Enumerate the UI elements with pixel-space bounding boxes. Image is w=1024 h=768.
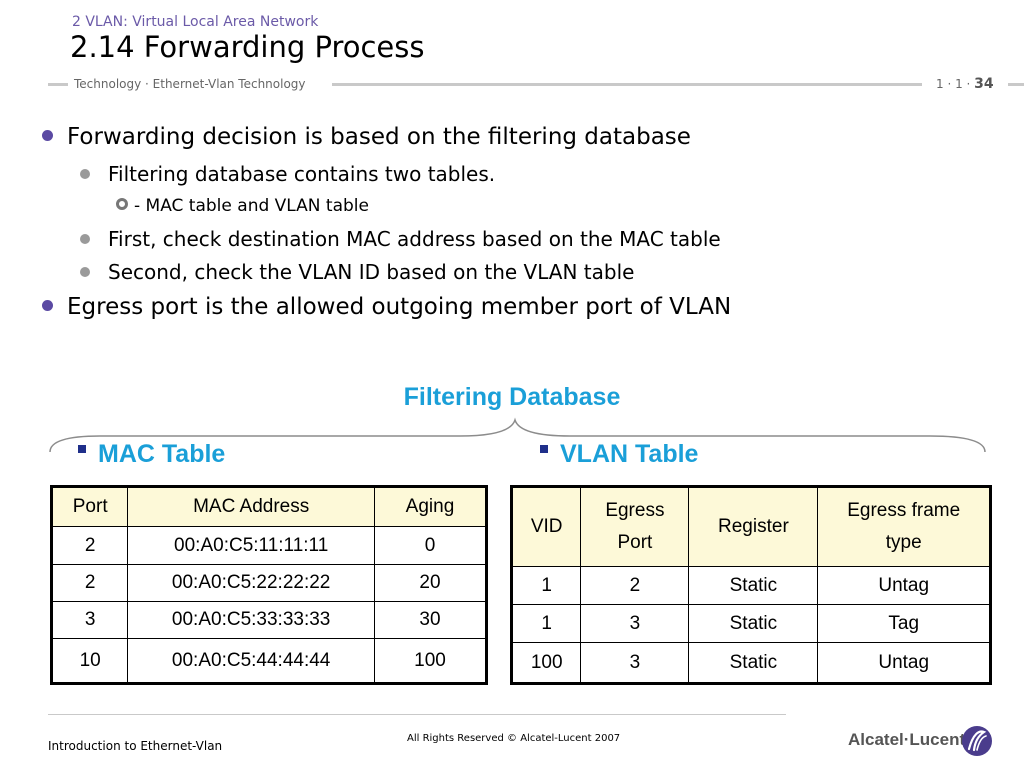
table-row: 1 2 Static Untag <box>510 566 991 605</box>
square-bullet-icon <box>78 445 86 454</box>
square-bullet-icon <box>540 445 548 454</box>
footer-course-title: Introduction to Ethernet-Vlan <box>48 739 223 753</box>
table-row: 1 3 Static Tag <box>510 604 991 643</box>
header-rule-left <box>48 83 68 86</box>
table-cell: 2 <box>580 566 690 605</box>
table-row: 100 3 Static Untag <box>510 642 991 684</box>
header-rule-right <box>1008 83 1024 86</box>
column-header: Aging <box>373 486 488 527</box>
table-header-row: VID Egress Port Register Egress frame ty… <box>510 486 991 567</box>
table-cell: Static <box>688 566 819 605</box>
table-header-row: Port MAC Address Aging <box>50 486 488 527</box>
table-cell: 10 <box>50 638 129 684</box>
footer-copyright: All Rights Reserved © Alcatel-Lucent 200… <box>407 733 621 744</box>
bullet-dot-icon <box>42 300 53 311</box>
page-prefix: 1 · 1 · <box>936 77 971 91</box>
table-cell: 20 <box>373 564 488 602</box>
bullet-egress-port: Egress port is the allowed outgoing memb… <box>42 294 731 320</box>
table-cell: 00:A0:C5:11:11:11 <box>127 526 375 565</box>
column-header: MAC Address <box>127 486 375 527</box>
table-cell: Static <box>688 604 819 643</box>
column-header: Egress frame type <box>817 486 991 567</box>
table-cell: 1 <box>510 566 582 605</box>
table-row: 2 00:A0:C5:11:11:11 0 <box>50 526 488 565</box>
table-cell: Static <box>688 642 819 684</box>
column-header: Port <box>50 486 129 527</box>
filtering-database-brace <box>49 417 986 453</box>
vlan-table: VID Egress Port Register Egress frame ty… <box>510 485 992 685</box>
header-rule-middle <box>332 83 922 86</box>
table-cell: 00:A0:C5:33:33:33 <box>127 601 375 639</box>
table-cell: Untag <box>817 642 991 684</box>
table-cell: 100 <box>510 642 582 684</box>
table-cell: 1 <box>510 604 582 643</box>
bullet-ring-icon <box>116 198 128 210</box>
filtering-database-title: Filtering Database <box>403 383 621 411</box>
page-indicator: 1 · 1 · 34 <box>936 76 994 92</box>
mac-table: Port MAC Address Aging 2 00:A0:C5:11:11:… <box>50 485 488 685</box>
bullet-forwarding-decision: Forwarding decision is based on the filt… <box>42 124 691 150</box>
table-row: 10 00:A0:C5:44:44:44 100 <box>50 638 488 684</box>
section-title: 2 VLAN: Virtual Local Area Network <box>72 14 319 30</box>
table-cell: 00:A0:C5:22:22:22 <box>127 564 375 602</box>
bullet-dot-icon <box>80 168 90 179</box>
column-header: Egress Port <box>580 486 690 567</box>
bullet-dot-icon <box>80 233 90 244</box>
company-logo-text: Alcatel·Lucent <box>848 730 966 749</box>
table-cell: 0 <box>373 526 488 565</box>
bullet-mac-vlan-tables: - MAC table and VLAN table <box>116 196 369 216</box>
vlan-table-title: VLAN Table <box>540 440 698 469</box>
bullet-check-mac: First, check destination MAC address bas… <box>80 227 721 251</box>
table-row: 2 00:A0:C5:22:22:22 20 <box>50 564 488 602</box>
table-cell: 3 <box>580 642 690 684</box>
table-cell: Tag <box>817 604 991 643</box>
alcatel-lucent-swirl-icon <box>962 726 992 756</box>
table-cell: 00:A0:C5:44:44:44 <box>127 638 375 684</box>
bullet-filtering-db: Filtering database contains two tables. <box>80 162 495 186</box>
page-title: 2.14 Forwarding Process <box>70 30 425 64</box>
header-subtitle: Technology · Ethernet-Vlan Technology <box>74 77 306 91</box>
page-number: 34 <box>974 76 994 92</box>
table-cell: 100 <box>373 638 488 684</box>
bullet-dot-icon <box>80 266 90 277</box>
table-cell: 30 <box>373 601 488 639</box>
table-cell: 3 <box>50 601 129 639</box>
table-cell: Untag <box>817 566 991 605</box>
bullet-dot-icon <box>42 130 53 141</box>
bullet-check-vlan: Second, check the VLAN ID based on the V… <box>80 260 634 284</box>
mac-table-title: MAC Table <box>78 440 225 469</box>
table-cell: 2 <box>50 564 129 602</box>
table-cell: 3 <box>580 604 690 643</box>
table-row: 3 00:A0:C5:33:33:33 30 <box>50 601 488 639</box>
column-header: VID <box>510 486 582 567</box>
table-cell: 2 <box>50 526 129 565</box>
column-header: Register <box>688 486 819 567</box>
footer-rule <box>48 714 786 715</box>
